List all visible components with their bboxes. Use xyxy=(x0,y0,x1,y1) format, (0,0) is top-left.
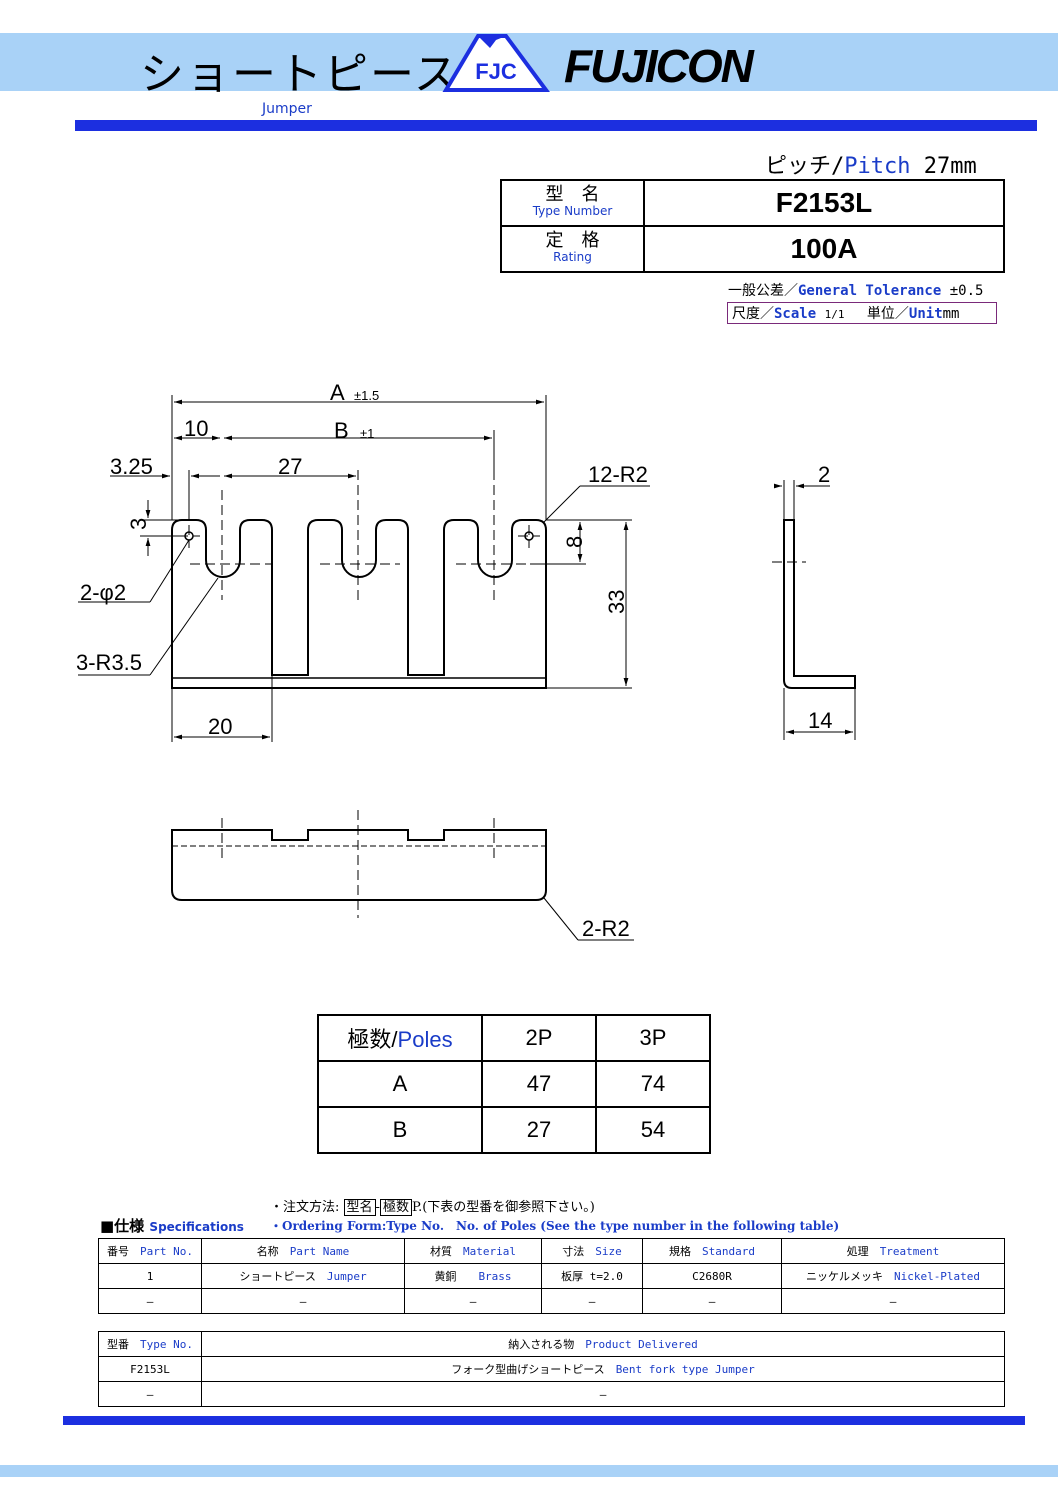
type-number-value: F2153L xyxy=(643,179,1005,227)
footer-band xyxy=(0,1465,1058,1477)
pitch-label: ピッチ/Pitch 27mm xyxy=(765,154,977,179)
label-2-phi2: 2-φ2 xyxy=(80,580,126,605)
dim-a: A xyxy=(330,380,345,405)
table-row: A 47 74 xyxy=(317,1060,711,1108)
dim-b: B xyxy=(334,418,349,443)
dim-3: 3 xyxy=(126,518,151,530)
technical-drawing: A ±1.5 B ±1 10 27 3.25 3 8 33 20 2 14 12… xyxy=(76,380,856,941)
ordering-method-en: ・Ordering Form:Type No. No. of Poles (Se… xyxy=(270,1219,840,1233)
poles-table: 極数/Poles 2P 3P A 47 74 B 27 54 xyxy=(317,1014,711,1154)
scale-unit-box: 尺度／Scale 1/1 単位／Unitmm xyxy=(727,302,997,324)
brand-name: FUJICON xyxy=(564,40,755,92)
subtitle: Jumper xyxy=(262,101,312,117)
dimension-lines xyxy=(78,395,650,742)
dim-27: 27 xyxy=(278,454,302,479)
fjc-badge-icon: FJC xyxy=(442,34,550,92)
brand-logo: FJC FUJICON xyxy=(442,34,757,92)
table-row: 極数/Poles 2P 3P xyxy=(317,1014,711,1062)
table-row: 型番 Type No. 納入される物 Product Delivered xyxy=(98,1331,1005,1357)
dim-b-tol: ±1 xyxy=(360,426,374,441)
dim-3-25: 3.25 xyxy=(110,454,153,479)
label-2-r2: 2-R2 xyxy=(582,916,630,941)
dim-20: 20 xyxy=(208,714,232,739)
dim-14: 14 xyxy=(808,708,832,733)
general-tolerance: 一般公差／General Tolerance ±0.5 xyxy=(728,283,984,299)
front-view xyxy=(171,519,547,689)
table-row: B 27 54 xyxy=(317,1106,711,1154)
table-row: — — — — — — xyxy=(98,1288,1005,1314)
label-3-r3-5: 3-R3.5 xyxy=(76,650,142,675)
table-row: — — xyxy=(98,1381,1005,1407)
specifications-table: 番号 Part No. 名称 Part Name 材質 Material 寸法 … xyxy=(98,1238,1005,1314)
divider-bar xyxy=(75,120,1037,131)
table-row: 番号 Part No. 名称 Part Name 材質 Material 寸法 … xyxy=(98,1238,1005,1264)
logo-badge-text: FJC xyxy=(475,59,517,84)
center-lines xyxy=(178,440,540,600)
dim-2: 2 xyxy=(818,462,830,487)
dimension-labels: A ±1.5 B ±1 10 27 3.25 3 8 33 20 2 14 12… xyxy=(76,380,832,941)
table-row: F2153L フォーク型曲げショートピース Bent fork type Jum… xyxy=(98,1356,1005,1382)
dim-33: 33 xyxy=(604,590,629,614)
specifications-title: ■仕様 Specifications xyxy=(100,1217,244,1235)
dim-10: 10 xyxy=(184,416,208,441)
dim-a-tol: ±1.5 xyxy=(354,388,379,403)
delivered-table: 型番 Type No. 納入される物 Product Delivered F21… xyxy=(98,1331,1005,1407)
dim-8: 8 xyxy=(562,536,587,548)
top-view xyxy=(171,810,634,941)
rating-value: 100A xyxy=(643,225,1005,273)
side-view xyxy=(772,480,856,740)
divider-bar xyxy=(63,1416,1025,1425)
table-row: 1 ショートピース Jumper 黄銅 Brass 板厚 t=2.0 C2680… xyxy=(98,1263,1005,1289)
page-title: ショートピース xyxy=(140,49,460,100)
label-12-r2: 12-R2 xyxy=(588,462,648,487)
